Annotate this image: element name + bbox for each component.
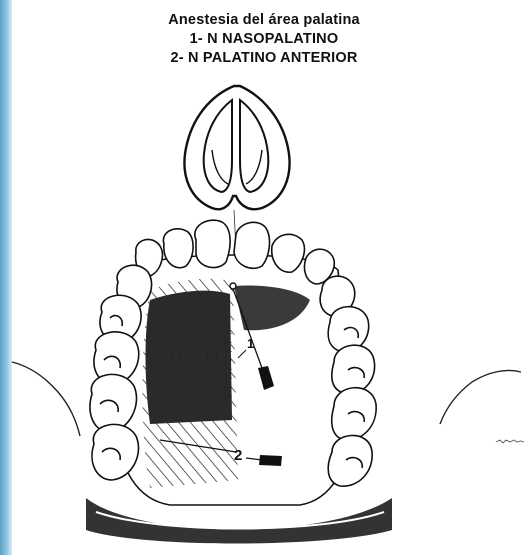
nose-outline bbox=[184, 86, 289, 209]
artist-signature bbox=[496, 440, 524, 443]
label-point-1: 1 bbox=[247, 336, 254, 351]
label-point-2: 2 bbox=[234, 447, 242, 464]
injection-point-1-marker bbox=[230, 283, 236, 289]
